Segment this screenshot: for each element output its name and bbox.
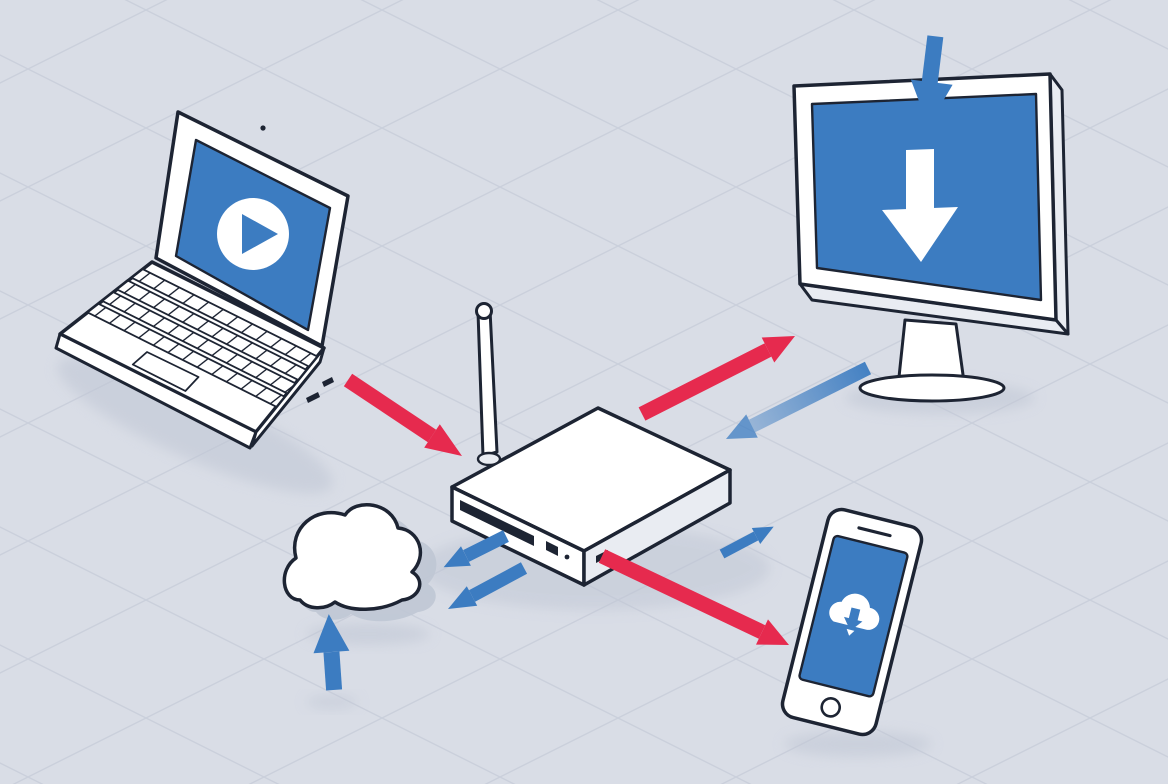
arrow-cloud-upload bbox=[313, 614, 350, 691]
cloud bbox=[282, 503, 437, 622]
arrow-router-to-cloud-lower bbox=[448, 562, 528, 609]
arrow-router-to-monitor bbox=[638, 336, 795, 421]
laptop-front-edge bbox=[54, 332, 258, 450]
arrow-small-up-right bbox=[719, 526, 774, 559]
monitor-stand-neck bbox=[897, 318, 966, 384]
keyboard bbox=[86, 268, 319, 408]
monitor-stand-base bbox=[858, 373, 1006, 403]
laptop bbox=[54, 110, 350, 450]
cloud-shape bbox=[282, 503, 423, 611]
arrow-monitor-to-router bbox=[726, 361, 872, 439]
earpiece-icon bbox=[857, 526, 892, 538]
laptop-ports bbox=[306, 377, 334, 403]
home-button bbox=[820, 697, 842, 718]
monitor bbox=[792, 72, 1070, 403]
router bbox=[450, 302, 732, 587]
trackpad bbox=[131, 351, 200, 392]
router-antenna bbox=[475, 302, 499, 458]
arrow-download-into-monitor bbox=[910, 35, 953, 127]
arrow-router-to-phone bbox=[598, 549, 789, 645]
smartphone bbox=[780, 507, 924, 737]
play-icon bbox=[217, 198, 289, 270]
arrow-router-to-cloud-upper bbox=[443, 530, 509, 568]
router-front-right bbox=[582, 468, 732, 587]
antenna-base bbox=[476, 451, 502, 467]
arrow-laptop-to-router bbox=[343, 373, 462, 456]
webcam-dot-icon bbox=[260, 125, 266, 131]
cloud-download-icon bbox=[829, 593, 880, 636]
download-arrow-icon bbox=[882, 149, 958, 262]
